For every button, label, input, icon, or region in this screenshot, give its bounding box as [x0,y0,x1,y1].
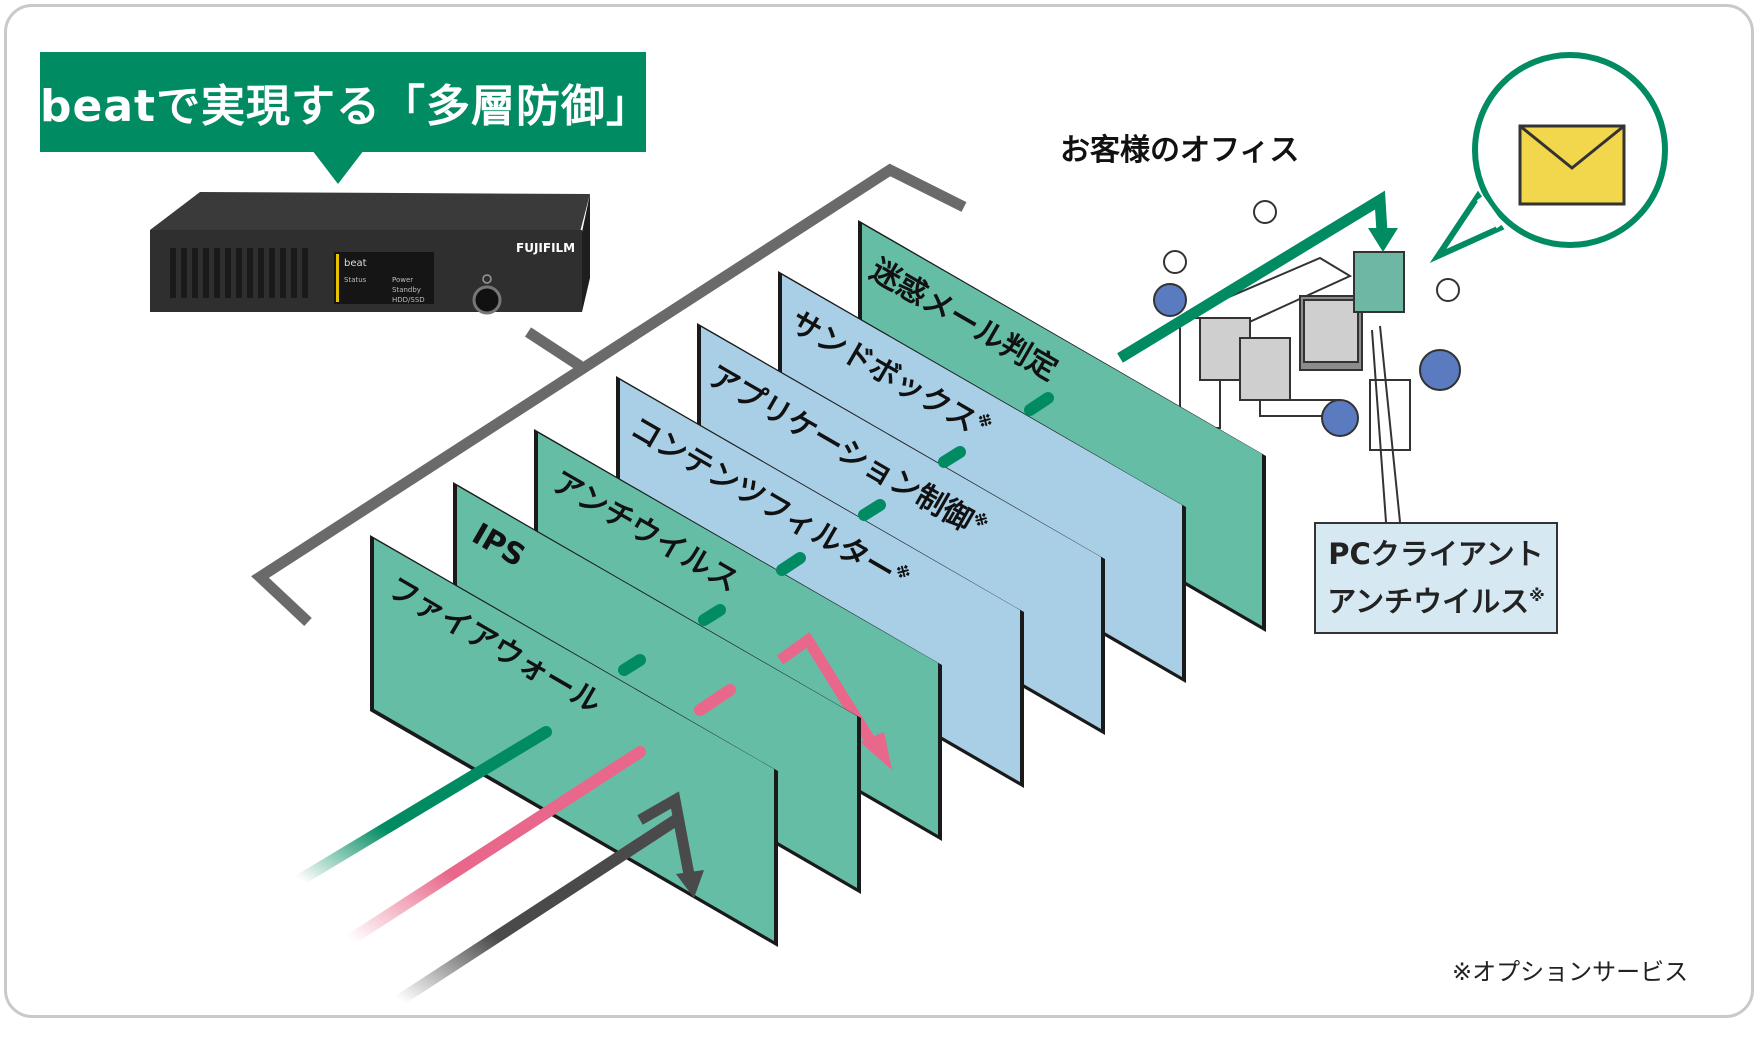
office-label: お客様のオフィス [1060,133,1300,168]
pc-client-line2: アンチウイルス※ [1327,575,1544,623]
device-indicator-standby: Standby [392,286,421,294]
footnote: ※オプションサービス [1452,958,1689,986]
pc-client-line2-text: アンチウイルス [1327,584,1530,619]
defense-layers [370,220,1266,947]
device-brand: FUJIFILM [516,241,575,255]
mail-delivery-arrow [1117,190,1398,363]
option-mark: ※ [1529,586,1545,606]
layer-group-bracket [251,163,967,627]
diagram-title: beatで実現する「多層防御」 [40,52,650,152]
device-indicator-hdd: HDD/SSD [392,296,425,304]
envelope-icon [1518,124,1626,206]
device-indicator-power: Power [392,276,413,284]
pc-client-connector [1379,325,1401,523]
pc-client-antivirus-box: PCクライアント アンチウイルス※ [1314,522,1558,634]
device-status-label: Status [344,276,367,284]
device-model: beat [344,258,367,269]
title-pointer [312,150,364,184]
pc-client-line1: PCクライアント [1328,537,1544,572]
beat-device [150,192,590,315]
incoming-traffic [294,726,682,1006]
